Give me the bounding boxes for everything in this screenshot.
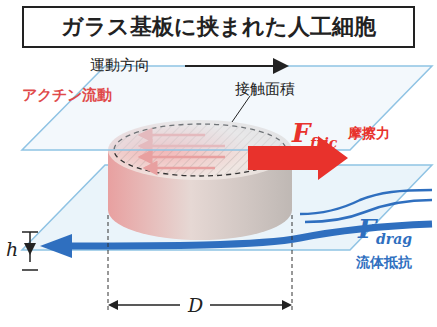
friction-label: 摩擦力 bbox=[348, 126, 390, 140]
drag-label: 流体抵抗 bbox=[356, 255, 412, 269]
actin-flow-label: アクチン流動 bbox=[22, 88, 112, 103]
title-text: ガラス基板に挟まれた人工細胞 bbox=[61, 12, 376, 42]
title-box: ガラス基板に挟まれた人工細胞 bbox=[22, 6, 415, 48]
dimension-label: D bbox=[188, 296, 203, 315]
direction-label: 運動方向 bbox=[90, 58, 150, 73]
force-symbol: F bbox=[358, 216, 376, 242]
dimension-label: h bbox=[6, 240, 18, 259]
force-subscript: fric bbox=[310, 136, 337, 150]
force-subscript: drag bbox=[376, 232, 412, 246]
force-symbol: F bbox=[292, 120, 310, 146]
contact-area-label: 接触面積 bbox=[235, 82, 295, 97]
